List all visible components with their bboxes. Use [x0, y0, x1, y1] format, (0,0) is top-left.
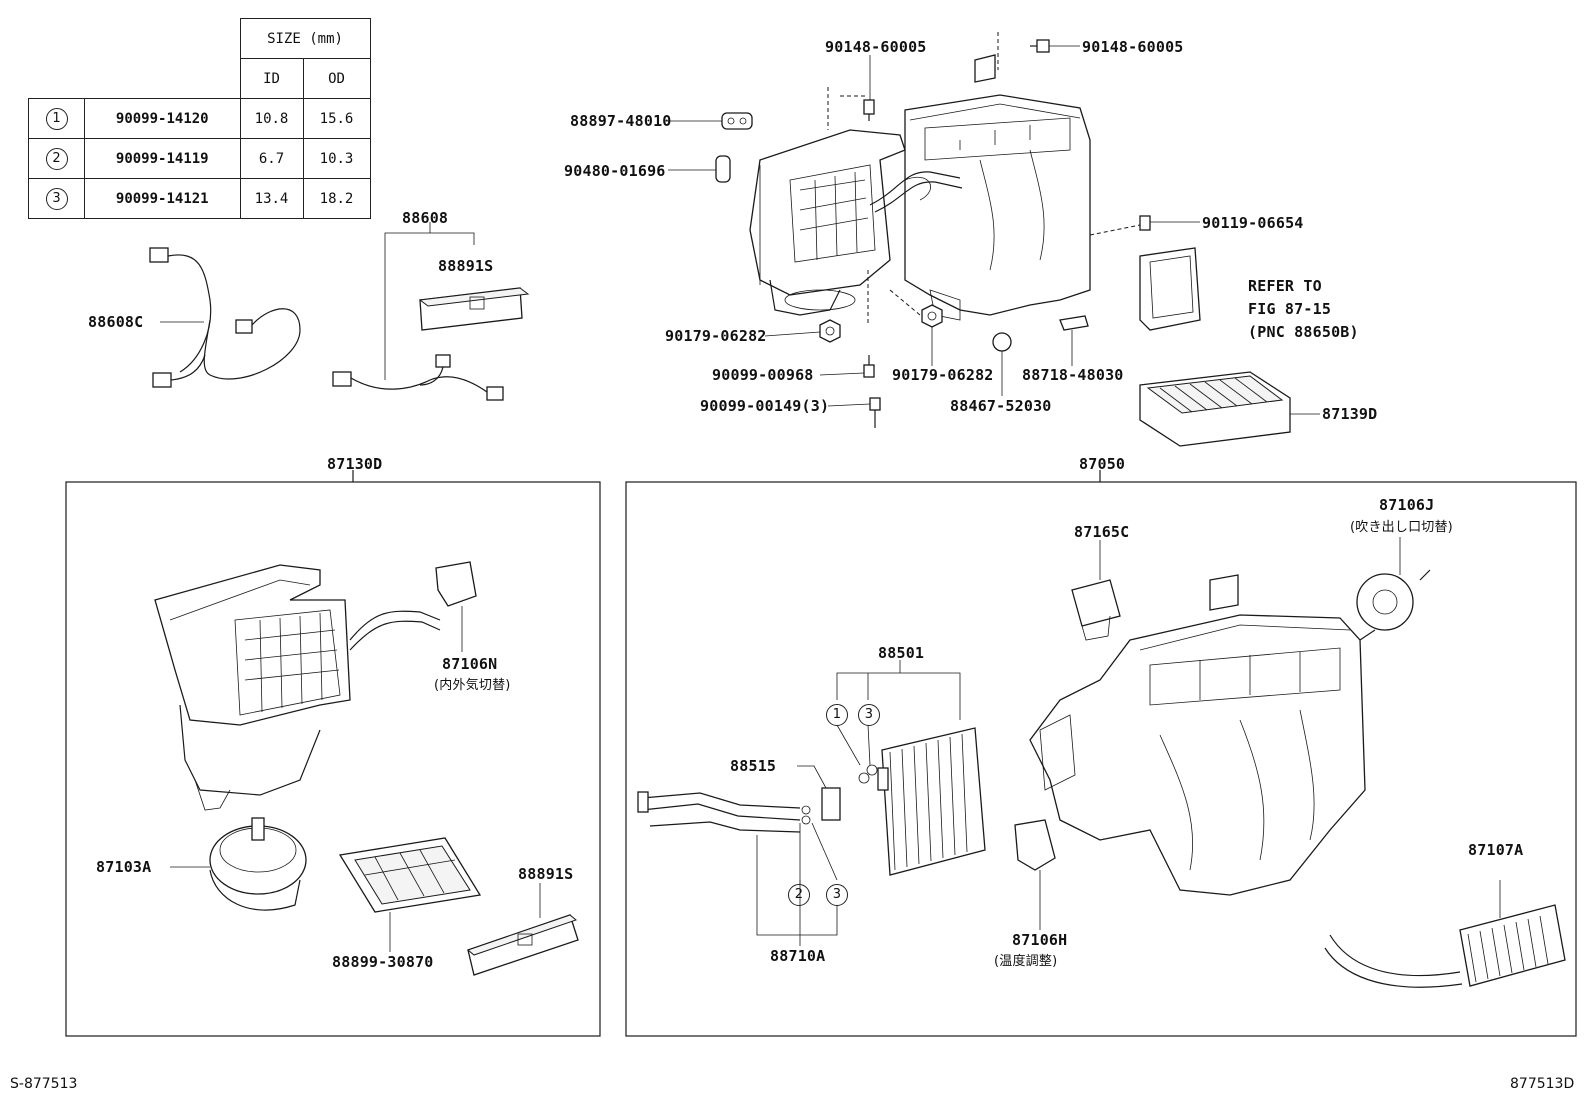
label-88891S-bottom: 88891S — [518, 865, 574, 883]
label-88710A: 88710A — [770, 947, 826, 965]
bracket-88501 — [836, 672, 961, 720]
oring-1 — [858, 772, 870, 784]
fastener-90148-b — [1030, 39, 1050, 53]
row-part: 90099-14121 — [84, 178, 241, 219]
label-87106H: 87106H — [1012, 931, 1068, 949]
fastener-90148-a — [863, 99, 875, 121]
label-87106N-jp: (内外気切替) — [434, 678, 511, 693]
fastener-90480 — [715, 155, 731, 183]
label-90119-06654: 90119-06654 — [1202, 214, 1304, 232]
row-mark: 2 — [45, 147, 68, 170]
label-87130D: 87130D — [327, 455, 383, 473]
label-87050: 87050 — [1079, 455, 1126, 473]
label-90148-60005-a: 90148-60005 — [825, 38, 927, 56]
oring-3a — [866, 764, 878, 776]
servo-87106J — [1356, 537, 1431, 641]
table-row: 2 90099-14119 6.7 10.3 — [28, 138, 371, 179]
harness-88608 — [332, 222, 530, 401]
label-87106J-jp: (吹き出し口切替) — [1350, 520, 1453, 535]
ref-mark-3-lower: 3 — [826, 884, 848, 906]
label-90179-06282-b: 90179-06282 — [892, 366, 994, 384]
dash-6 — [889, 289, 921, 316]
size-table-col-id: ID — [239, 58, 304, 99]
footer-left-code: S-877513 — [10, 1076, 78, 1092]
bolt-90099-968 — [863, 355, 875, 378]
label-refer-pnc: (PNC 88650B) — [1248, 323, 1359, 341]
connector-88891S-bottom — [466, 883, 579, 976]
row-od: 15.6 — [302, 98, 371, 139]
leaders-top — [665, 45, 1320, 415]
row-id: 6.7 — [239, 138, 304, 179]
frame-87130D — [65, 481, 601, 1037]
label-87103A: 87103A — [96, 858, 152, 876]
label-88608C: 88608C — [88, 313, 144, 331]
table-row: 1 90099-14120 10.8 15.6 — [28, 98, 371, 139]
fastener-88897 — [721, 112, 753, 130]
label-refer-fig: FIG 87-15 — [1248, 300, 1332, 318]
frame-87050 — [625, 481, 1577, 1037]
blower-case-87130D — [154, 564, 441, 811]
label-87165C: 87165C — [1074, 523, 1130, 541]
fastener-90119 — [1139, 215, 1151, 231]
nut-90179-a — [819, 319, 841, 343]
dash-4 — [1089, 224, 1141, 236]
label-90099-00149: 90099-00149(3) — [700, 397, 830, 415]
row-mark: 1 — [45, 107, 68, 130]
label-87106N: 87106N — [442, 655, 498, 673]
label-88515: 88515 — [730, 757, 777, 775]
filter-87139D — [1139, 371, 1291, 447]
label-88899-30870: 88899-30870 — [332, 953, 434, 971]
ref-mark-3-upper: 3 — [858, 704, 880, 726]
heater-case-87050 — [1029, 574, 1366, 896]
label-87139D: 87139D — [1322, 405, 1378, 423]
label-87107A: 87107A — [1468, 841, 1524, 859]
resistor-87165C — [1071, 540, 1121, 641]
hvac-assembly-top — [749, 54, 1091, 321]
label-90480-01696: 90480-01696 — [564, 162, 666, 180]
row-id: 13.4 — [239, 178, 304, 219]
label-87106H-jp: (温度調整) — [994, 954, 1058, 969]
label-88718-48030: 88718-48030 — [1022, 366, 1124, 384]
label-90148-60005-b: 90148-60005 — [1082, 38, 1184, 56]
label-refer-to: REFER TO — [1248, 277, 1322, 295]
size-table-header: SIZE (mm) — [239, 18, 371, 59]
expansion-valve-88515 — [797, 765, 841, 821]
table-row: 3 90099-14121 13.4 18.2 — [28, 178, 371, 219]
label-90179-06282-a: 90179-06282 — [665, 327, 767, 345]
bolt-90099-149 — [869, 397, 881, 428]
label-88608: 88608 — [402, 209, 449, 227]
servo-87106H — [1014, 819, 1056, 930]
grommet-88467 — [992, 332, 1012, 352]
blower-motor-87103A — [170, 817, 307, 911]
label-90099-00968: 90099-00968 — [712, 366, 814, 384]
pipes-88710A — [637, 791, 811, 833]
label-87106J: 87106J — [1379, 496, 1435, 514]
ref-mark-2: 2 — [788, 884, 810, 906]
footer-right-code: 877513D — [1510, 1076, 1575, 1092]
row-od: 10.3 — [302, 138, 371, 179]
label-88897-48010: 88897-48010 — [570, 112, 672, 130]
ecu-module — [1139, 247, 1201, 331]
filter-88899 — [338, 837, 482, 952]
ref-mark-1: 1 — [826, 704, 848, 726]
row-mark: 3 — [45, 187, 68, 210]
heater-core-87107A — [1324, 880, 1566, 988]
label-88467-52030: 88467-52030 — [950, 397, 1052, 415]
nut-90179-b — [921, 304, 943, 328]
servo-87106N — [435, 561, 477, 652]
row-part: 90099-14119 — [84, 138, 241, 179]
clip-88718 — [1059, 315, 1089, 331]
label-88501: 88501 — [878, 644, 925, 662]
label-88891S-top: 88891S — [438, 257, 494, 275]
bracket-88710A — [756, 835, 838, 936]
size-table: SIZE (mm) ID OD 1 90099-14120 10.8 15.6 … — [28, 18, 371, 219]
row-od: 18.2 — [302, 178, 371, 219]
wire-harness-88608C — [149, 247, 301, 388]
evaporator-88501 — [877, 727, 986, 876]
